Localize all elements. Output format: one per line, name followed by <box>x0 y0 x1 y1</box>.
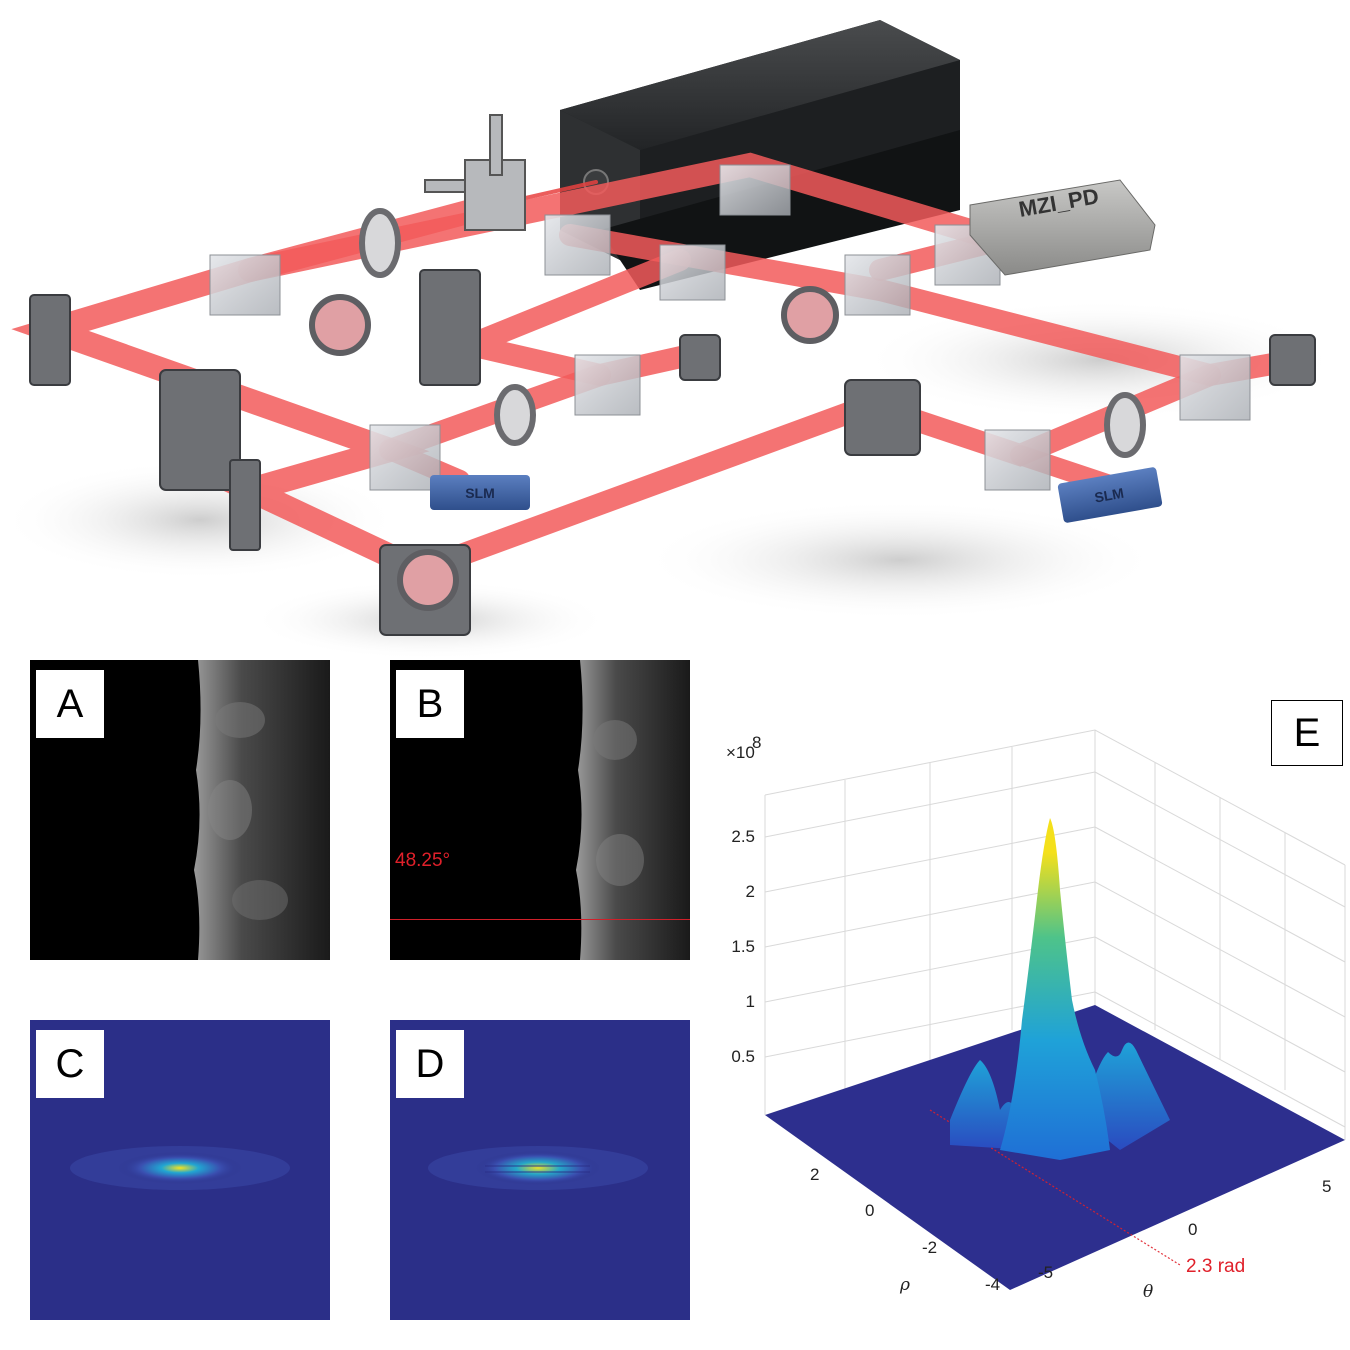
detector-mzi-pd: MZI_PD <box>969 179 1156 276</box>
slm-right-label: SLM <box>1093 485 1125 506</box>
panel-d-fourier-image: D <box>390 1020 690 1320</box>
rho-tick: 0 <box>865 1201 874 1220</box>
rad-marker-label: 2.3 rad <box>1186 1256 1245 1277</box>
theta-tick: 0 <box>1188 1220 1197 1239</box>
z-tick: 0.5 <box>731 1047 755 1066</box>
z-tick: 1.5 <box>731 937 755 956</box>
slm-left-label: SLM <box>465 485 495 501</box>
rho-axis: 2 0 -2 -4 ρ <box>810 1165 1000 1295</box>
circular-mirror-mounts <box>309 286 839 611</box>
rho-tick: -2 <box>922 1238 937 1257</box>
panel-d-label: D <box>396 1030 464 1098</box>
slm-right: SLM <box>1057 467 1163 523</box>
panel-a-speckle <box>194 660 330 960</box>
panel-e-label: E <box>1271 700 1343 766</box>
panel-b-angle-line <box>390 919 690 920</box>
panel-b-angle-label: 48.25° <box>395 850 451 871</box>
lenses <box>359 208 1146 458</box>
rho-tick: 2 <box>810 1165 819 1184</box>
rho-axis-label: ρ <box>899 1275 910 1295</box>
panel-c-spot <box>70 1146 290 1190</box>
surface-main-peak <box>1000 818 1110 1160</box>
theta-tick: -5 <box>1038 1263 1053 1282</box>
panel-b-label: B <box>396 670 464 738</box>
z-scale-exponent: 8 <box>752 733 761 752</box>
z-axis: 0.5 1 1.5 2 2.5 ×10 8 <box>726 733 761 1066</box>
panel-e-surface-plot: 0.5 1 1.5 2 2.5 ×10 8 2 0 -2 -4 ρ -5 0 5… <box>726 729 1346 1302</box>
theta-axis: -5 0 5 θ <box>1038 1177 1331 1302</box>
optical-setup-illustration: MZI_PD SLM SLM <box>0 20 1340 660</box>
panel-c-fourier-image: C <box>30 1020 330 1320</box>
z-tick: 2.5 <box>731 827 755 846</box>
z-scale-label: ×10 <box>726 743 755 762</box>
panel-c-label: C <box>36 1030 104 1098</box>
spatial-filter <box>424 114 526 231</box>
panel-a-label: A <box>36 670 104 738</box>
panel-b-speckle <box>576 660 690 960</box>
panel-b-camera-image: 48.25° B <box>390 660 690 960</box>
rho-tick: -4 <box>985 1275 1000 1294</box>
theta-axis-label: θ <box>1143 1282 1153 1302</box>
slm-left: SLM <box>430 475 530 510</box>
surface-side-peak-right <box>1090 1042 1170 1150</box>
theta-tick: 5 <box>1322 1177 1331 1196</box>
panel-a-camera-image: A <box>30 660 330 960</box>
z-tick: 1 <box>746 992 755 1011</box>
panel-d-spot <box>428 1146 648 1190</box>
z-tick: 2 <box>746 882 755 901</box>
